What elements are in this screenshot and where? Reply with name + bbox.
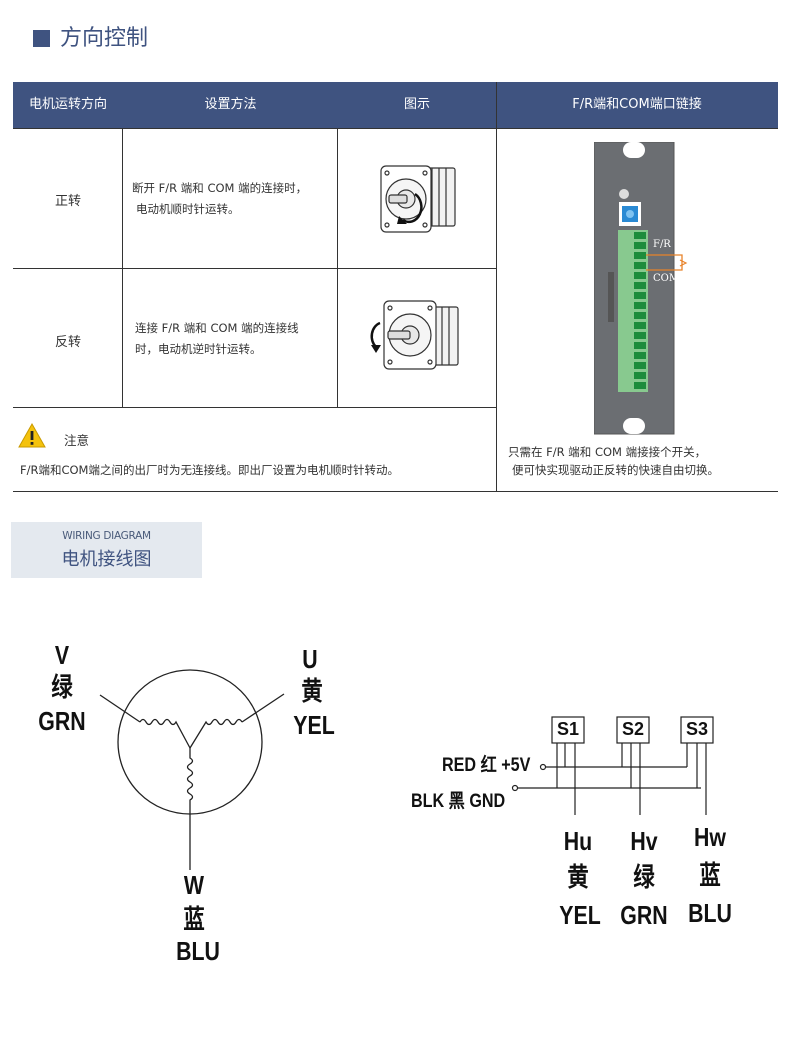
wiring-heading-box: [11, 522, 202, 578]
table-border: [337, 128, 338, 407]
hall-hv-cn: 绿: [633, 862, 655, 892]
method-reverse-line1: 连接 F/R 端和 COM 端的连接线: [135, 321, 299, 335]
table-border: [13, 407, 497, 408]
table-border: [13, 268, 497, 269]
warning-icon: [18, 422, 46, 448]
hall-sensor-diagram: [511, 716, 714, 815]
hall-blk-label: BLK 黑 GND: [411, 791, 506, 812]
motor-winding-diagram: [99, 669, 285, 870]
motor-w-code: BLU: [176, 936, 220, 966]
driver-com-label: COM: [653, 273, 680, 284]
hall-sensor-s1: S1: [556, 719, 580, 739]
motor-v-code: GRN: [38, 706, 86, 736]
note-title: 注意: [64, 433, 90, 448]
link-text-line1: 只需在 F/R 端和 COM 端接接个开关，: [508, 445, 707, 459]
hall-hu-cn: 黄: [567, 862, 589, 892]
table-border: [122, 128, 123, 407]
motor-clockwise-illustration: [380, 165, 456, 233]
hall-hv-name: Hv: [630, 826, 658, 856]
hall-red-label: RED 红 +5V: [442, 755, 531, 776]
method-reverse-line2: 时，电动机逆时针运转。: [135, 342, 262, 356]
method-reverse: 连接 F/R 端和 COM 端的连接线 时，电动机逆时针运转。: [135, 318, 335, 360]
driver-illustration: [594, 142, 688, 435]
wiring-heading-en: WIRING DIAGRAM: [62, 530, 151, 542]
method-forward-line2: 电动机顺时针运转。: [136, 202, 240, 216]
note-text: F/R端和COM端之间的出厂时为无连接线。即出厂设置为电机顺时针转动。: [20, 463, 399, 477]
hall-sensor-s2: S2: [621, 719, 645, 739]
motor-v-cn: 绿: [51, 672, 73, 702]
header-direction: 电机运转方向: [28, 97, 107, 112]
motor-v-letter: V: [54, 640, 70, 670]
hall-hw-code: BLU: [688, 898, 732, 928]
motor-w-letter: W: [183, 870, 205, 900]
link-text-line2: 便可快实现驱动正反转的快速自由切换。: [512, 463, 719, 477]
section-marker: [33, 30, 50, 47]
hall-hw-name: Hw: [694, 822, 726, 852]
table-border: [13, 128, 778, 129]
hall-hu-name: Hu: [563, 826, 593, 856]
section-title: 方向控制: [60, 26, 149, 51]
wiring-heading-cn: 电机接线图: [61, 549, 152, 570]
method-forward: 断开 F/R 端和 COM 端的连接时， 电动机顺时针运转。: [132, 178, 337, 220]
hall-hv-code: GRN: [620, 900, 668, 930]
hall-hu-code: YEL: [559, 900, 601, 930]
table-border: [496, 82, 497, 492]
table-border: [13, 491, 778, 492]
header-fr-com: F/R端和COM端口链接: [572, 97, 702, 112]
motor-u-letter: U: [302, 644, 318, 674]
motor-u-code: YEL: [293, 710, 335, 740]
motor-counterclockwise-illustration: [370, 300, 459, 370]
motor-u-cn: 黄: [301, 676, 323, 706]
driver-fr-label: F/R: [653, 239, 671, 250]
table-header: [13, 82, 778, 128]
hall-sensor-s3: S3: [685, 719, 709, 739]
direction-forward: 正转: [54, 194, 81, 209]
header-illustration: 图示: [403, 97, 430, 112]
hall-hw-cn: 蓝: [699, 860, 721, 890]
direction-reverse: 反转: [54, 335, 81, 350]
motor-w-cn: 蓝: [183, 904, 205, 934]
method-forward-line1: 断开 F/R 端和 COM 端的连接时，: [132, 181, 308, 195]
header-method: 设置方法: [204, 97, 257, 112]
